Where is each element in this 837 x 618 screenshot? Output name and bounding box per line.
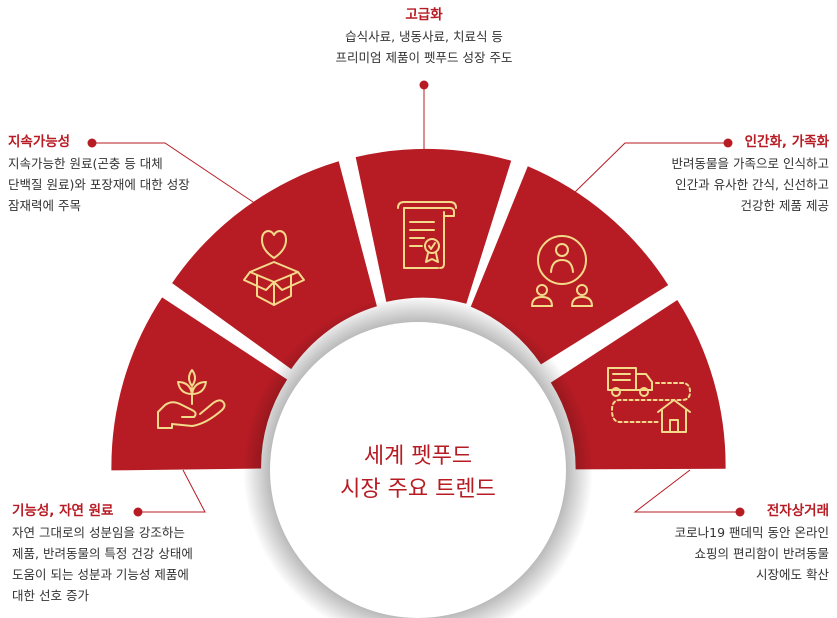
segment-ecommerce: [550, 300, 726, 470]
callout-humanization: 인간화, 가족화 반려동물을 가족으로 인식하고 인간과 유사한 간식, 신선하…: [672, 131, 829, 216]
callout-title-premium: 고급화: [405, 7, 443, 23]
center-title-line2: 시장 주요 트렌드: [340, 477, 496, 502]
connector-ecommerce: [633, 469, 740, 513]
callout-title-humanization: 인간화, 가족화: [744, 134, 829, 150]
callout-line: 잠재력에 주목: [8, 198, 81, 213]
people-network-icon: [531, 235, 593, 307]
callout-line: 지속가능한 원료(곤충 등 대체: [8, 156, 163, 171]
center-circle: [270, 322, 566, 618]
callout-sustainability: 지속가능성 지속가능한 원료(곤충 등 대체 단백질 원료)와 포장재에 대한 …: [8, 131, 190, 216]
connector-sustainability: [92, 142, 263, 209]
callout-line: 코로나19 팬데믹 동안 온라인: [674, 525, 829, 540]
connector-dot-sustainability: [87, 138, 97, 148]
segment-premium: [355, 148, 512, 304]
callout-title-ecommerce: 전자상거래: [766, 503, 829, 519]
callout-line: 반려동물을 가족으로 인식하고: [671, 156, 829, 171]
callout-line: 대한 선호 증가: [12, 588, 89, 603]
callout-premium: 고급화 습식사료, 냉동사료, 치료식 등 프리미엄 제품이 펫푸드 성장 주도: [304, 4, 544, 68]
segment-sustainability: [172, 161, 377, 370]
connector-dot-ecommerce: [735, 507, 745, 517]
callout-title-sustainability: 지속가능성: [8, 134, 71, 150]
certificate-scroll-icon: [397, 201, 457, 269]
callout-functional: 기능성, 자연 원료 자연 그대로의 성분임을 강조하는 제품, 반려동물의 특…: [12, 500, 193, 606]
heart-box-icon: [243, 230, 305, 306]
connector-dot-premium: [419, 80, 429, 90]
callout-line: 도움이 되는 성분과 기능성 제품에: [12, 567, 189, 582]
connectors: [92, 85, 740, 513]
callout-line: 인간과 유사한 간식, 신선하고: [675, 177, 829, 192]
connector-dot-functional: [133, 507, 143, 517]
callout-line: 건강한 제품 제공: [740, 198, 829, 213]
center-title: 세계 펫푸드 시장 주요 트렌드: [318, 440, 518, 506]
callout-line: 쇼핑의 편리함이 반려동물: [694, 546, 829, 561]
center-title-line1: 세계 펫푸드: [363, 444, 473, 469]
connector-dot-humanization: [723, 138, 733, 148]
callout-title-functional: 기능성, 자연 원료: [12, 503, 114, 519]
delivery-truck-house-icon: [607, 367, 691, 433]
callout-line: 프리미엄 제품이 펫푸드 성장 주도: [335, 50, 513, 65]
callout-ecommerce: 전자상거래 코로나19 팬데믹 동안 온라인 쇼핑의 편리함이 반려동물 시장에…: [675, 500, 829, 585]
connector-humanization: [570, 142, 728, 197]
callout-line: 제품, 반려동물의 특정 건강 상태에: [12, 546, 193, 561]
connector-functional: [138, 469, 206, 513]
callout-line: 단백질 원료)와 포장재에 대한 성장: [8, 177, 190, 192]
plant-hand-icon: [157, 369, 226, 429]
callout-line: 시장에도 확산: [756, 567, 829, 582]
callout-line: 자연 그대로의 성분임을 강조하는: [12, 525, 185, 540]
callout-line: 습식사료, 냉동사료, 치료식 등: [345, 29, 503, 44]
segment-humanization: [470, 166, 669, 365]
